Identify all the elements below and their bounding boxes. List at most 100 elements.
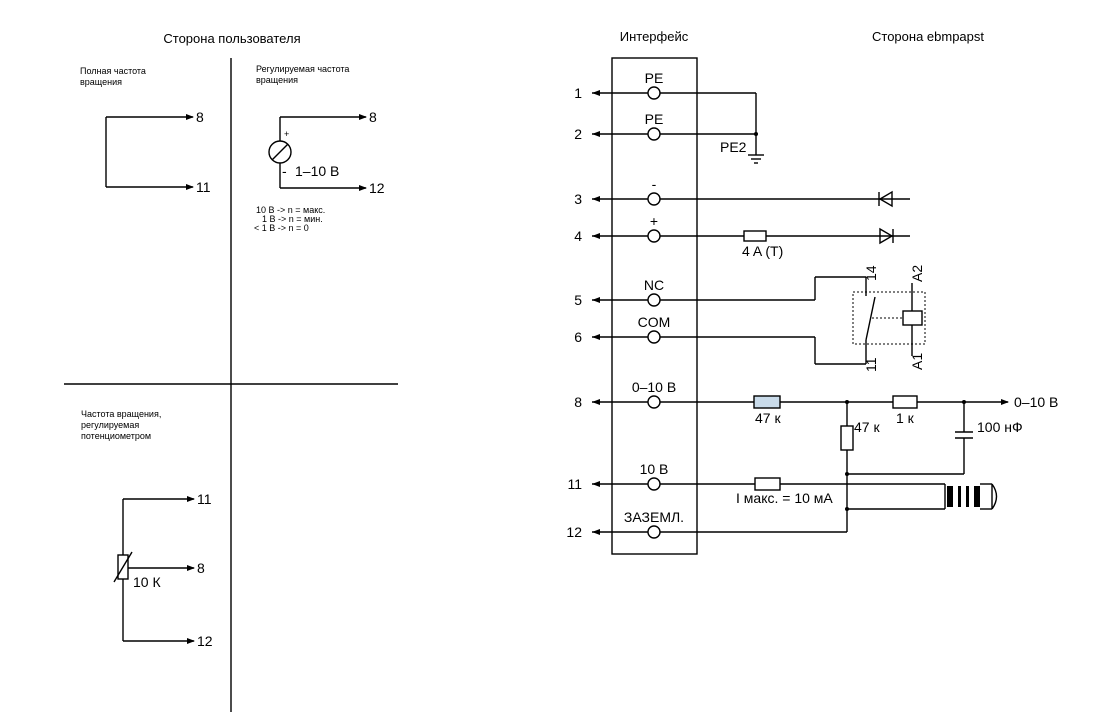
terminal-arrow-icon bbox=[592, 399, 600, 405]
regulated-label-1: Регулируемая частота bbox=[256, 64, 349, 74]
relay-section: 14 A2 11 A1 bbox=[660, 265, 926, 372]
regulated-note-3: < 1 В -> n = 0 bbox=[254, 223, 309, 233]
junction-c bbox=[845, 472, 849, 476]
voltage-source-icon bbox=[268, 140, 292, 164]
diode-icon-1 bbox=[878, 190, 893, 208]
user-side-header: Сторона пользователя bbox=[163, 31, 300, 46]
terminal-number-11: 11 bbox=[567, 476, 582, 492]
pot-label-2: регулируемая bbox=[81, 420, 139, 430]
pe-ground: PE2 bbox=[660, 92, 764, 164]
resistor-47k-series-icon bbox=[753, 395, 781, 409]
ebm-side-header: Сторона ebmpapst bbox=[872, 29, 984, 44]
terminal-1-icon bbox=[647, 86, 661, 100]
transformer-core-3 bbox=[966, 486, 969, 507]
relay-coil-icon bbox=[902, 310, 923, 326]
transformer-core-4 bbox=[974, 486, 980, 507]
regulated-speed-panel: Регулируемая частота вращения + - 1–10 В… bbox=[254, 64, 385, 233]
terminal-number-3: 3 bbox=[574, 191, 582, 207]
terminal-number-2: 2 bbox=[574, 126, 582, 142]
full-speed-label-2: вращения bbox=[80, 77, 122, 87]
terminal-number-5: 5 bbox=[574, 292, 582, 308]
terminal-number-1: 1 bbox=[574, 85, 582, 101]
pot-label-1: Частота вращения, bbox=[81, 409, 161, 419]
regulated-pin-8: 8 bbox=[369, 109, 377, 125]
terminal-arrow-icon bbox=[592, 196, 600, 202]
terminal-11-icon bbox=[647, 477, 661, 491]
terminal-arrow-icon bbox=[592, 297, 600, 303]
pot-value: 10 К bbox=[133, 574, 161, 590]
cap-label: 100 нФ bbox=[977, 419, 1023, 435]
relay-housing bbox=[852, 291, 926, 345]
interface-header: Интерфейс bbox=[620, 29, 689, 44]
regulated-voltage: 1–10 В bbox=[295, 163, 339, 179]
terminal-arrow-icon bbox=[592, 233, 600, 239]
fuse-icon bbox=[743, 230, 767, 242]
terminal-label-4: + bbox=[650, 213, 658, 229]
full-speed-label-1: Полная частота bbox=[80, 66, 146, 76]
terminal-6-icon bbox=[647, 330, 661, 344]
terminal-arrow-icon bbox=[592, 131, 600, 137]
terminal-label-3: - bbox=[652, 176, 657, 192]
terminal-label-11: 10 В bbox=[640, 461, 669, 477]
reference-section: I макс. = 10 мА bbox=[660, 477, 998, 533]
supply-section: 4 A (T) bbox=[660, 190, 910, 259]
regulated-minus: - bbox=[282, 163, 287, 179]
relay-11-label: 11 bbox=[863, 357, 879, 372]
relay-14-label: 14 bbox=[863, 265, 879, 281]
terminal-12-icon bbox=[647, 525, 661, 539]
voltage-source-slash bbox=[271, 143, 289, 161]
r47-series-label: 47 к bbox=[755, 410, 781, 426]
terminal-number-6: 6 bbox=[574, 329, 582, 345]
pe-junction bbox=[754, 132, 758, 136]
r1k-label: 1 к bbox=[896, 410, 915, 426]
regulated-note-1: 10 В -> n = макс. bbox=[256, 205, 325, 215]
resistor-47k-shunt-icon bbox=[840, 425, 854, 451]
resistor-imax-icon bbox=[754, 477, 781, 491]
transformer-icon bbox=[944, 483, 998, 510]
relay-a1-label: A1 bbox=[909, 353, 925, 370]
fuse-label: 4 A (T) bbox=[742, 243, 783, 259]
regulated-note-2: 1 В -> n = мин. bbox=[262, 214, 323, 224]
regulated-pin-12: 12 bbox=[369, 180, 385, 196]
terminal-label-8: 0–10 В bbox=[632, 379, 676, 395]
relay-contact-icon bbox=[865, 296, 876, 341]
relay-a2-label: A2 bbox=[909, 265, 925, 282]
pot-label-3: потенциометром bbox=[81, 431, 151, 441]
terminal-5-icon bbox=[647, 293, 661, 307]
imax-label: I макс. = 10 мА bbox=[736, 490, 833, 506]
r47-shunt-label: 47 к bbox=[854, 419, 880, 435]
potentiometer-panel: Частота вращения, регулируемая потенциом… bbox=[81, 409, 213, 649]
terminal-label-2: PE bbox=[645, 111, 664, 127]
terminal-2-icon bbox=[647, 127, 661, 141]
terminal-number-12: 12 bbox=[566, 524, 582, 540]
terminal-arrow-icon bbox=[592, 334, 600, 340]
analog-section: 47 к 47 к 1 к 100 нФ 0–10 В bbox=[660, 394, 1058, 511]
terminal-arrow-icon bbox=[592, 481, 600, 487]
full-speed-pin-8: 8 bbox=[196, 109, 204, 125]
terminal-number-4: 4 bbox=[574, 228, 582, 244]
transformer-core-2 bbox=[958, 486, 961, 507]
terminal-number-8: 8 bbox=[574, 394, 582, 410]
interface-block bbox=[611, 57, 698, 555]
terminal-label-5: NC bbox=[644, 277, 664, 293]
terminal-8-icon bbox=[647, 395, 661, 409]
output-label: 0–10 В bbox=[1014, 394, 1058, 410]
full-speed-panel: Полная частота вращения 8 11 bbox=[80, 66, 211, 195]
terminal-3-icon bbox=[647, 192, 661, 206]
diode-icon-2 bbox=[879, 227, 894, 245]
pot-pin-8: 8 bbox=[197, 560, 205, 576]
terminal-label-12: ЗАЗЕМЛ. bbox=[624, 509, 684, 525]
pot-pin-12: 12 bbox=[197, 633, 213, 649]
pot-pin-11: 11 bbox=[197, 491, 212, 507]
terminal-arrow-icon bbox=[592, 90, 600, 96]
resistor-1k-icon bbox=[892, 395, 918, 409]
regulated-label-2: вращения bbox=[256, 75, 298, 85]
terminal-label-1: PE bbox=[645, 70, 664, 86]
terminal-arrow-icon bbox=[592, 529, 600, 535]
pot-slash bbox=[113, 551, 133, 583]
regulated-plus: + bbox=[284, 129, 289, 139]
pe2-label: PE2 bbox=[720, 139, 747, 155]
full-speed-pin-11: 11 bbox=[196, 179, 211, 195]
